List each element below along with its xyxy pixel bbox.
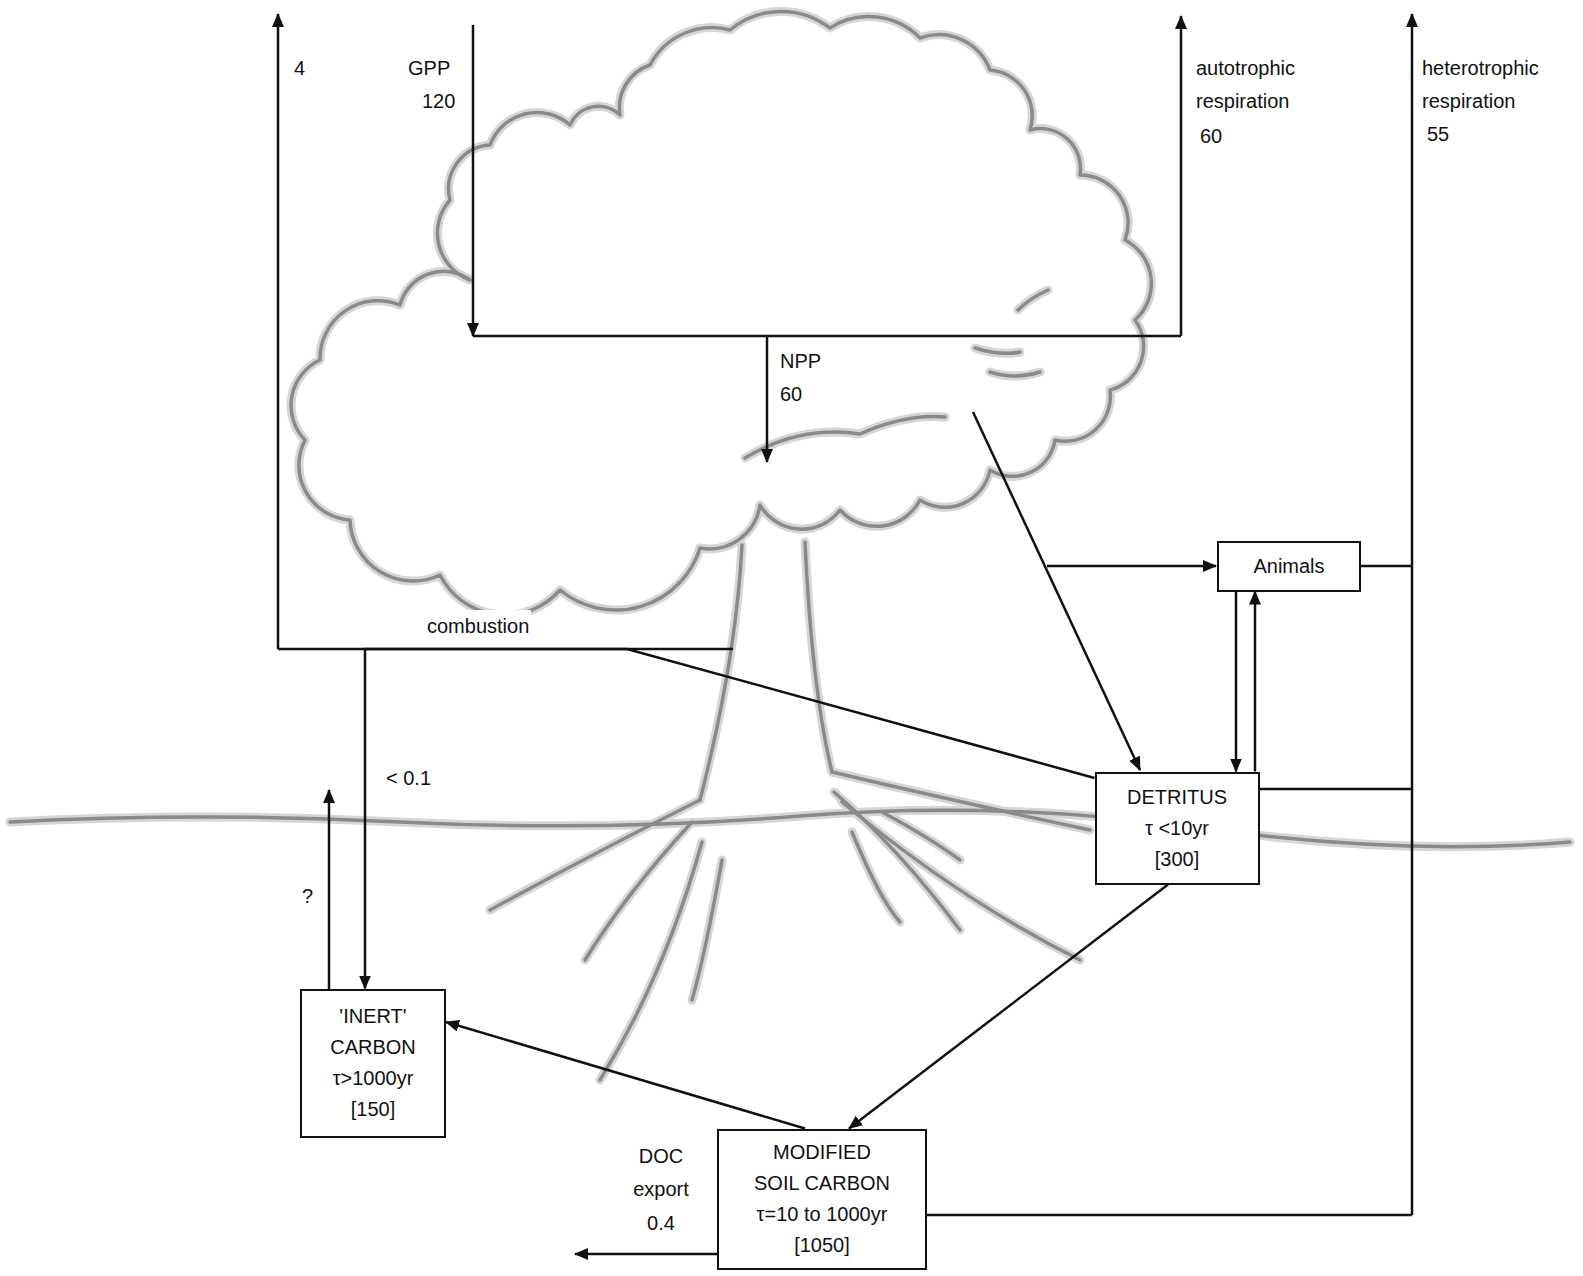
heterotrophic-arrow <box>1411 14 1414 1215</box>
flux-label: < 0.1 <box>384 762 433 795</box>
inert-release-arrow <box>328 790 331 989</box>
flux-arrow <box>849 885 1168 1129</box>
flux-label: 120 <box>420 85 457 118</box>
pool-box: Animals <box>1217 541 1361 592</box>
pool-value: [300] <box>1155 844 1199 875</box>
pool-value: τ=10 to 1000yr <box>757 1199 888 1230</box>
flux-arrow <box>365 649 1095 989</box>
combustion-arrow <box>277 14 280 649</box>
flux-arrow <box>1235 592 1238 772</box>
flux-label: NPP <box>778 345 823 378</box>
autotrophic-arrow <box>1180 16 1183 336</box>
flux-label: DOC export <box>631 1140 691 1206</box>
pool-value: [1050] <box>794 1230 850 1261</box>
tree-outline <box>10 11 1570 1080</box>
flux-label: 60 <box>778 378 804 411</box>
flux-label: ? <box>300 880 315 913</box>
tree-shadow <box>10 11 1570 1080</box>
pool-value: [150] <box>351 1094 395 1125</box>
pool-value: τ>1000yr <box>333 1063 414 1094</box>
flux-arrow <box>446 1022 805 1129</box>
flux-label: combustion <box>425 610 531 643</box>
respiration-line <box>1260 788 1412 791</box>
flux-label: autotrophic respiration <box>1194 52 1297 118</box>
flux-label: 0.4 <box>645 1207 677 1240</box>
litterfall-arrow <box>973 412 1140 770</box>
pool-name: DETRITUS <box>1127 782 1227 813</box>
doc-export-arrow <box>575 1253 717 1256</box>
flux-label: 60 <box>1198 120 1224 153</box>
npp-arrow <box>766 336 769 462</box>
pool-box: DETRITUSτ <10yr[300] <box>1095 772 1260 885</box>
pool-value: τ <10yr <box>1145 813 1209 844</box>
flux-label: GPP <box>406 52 452 85</box>
flux-line <box>473 335 1181 338</box>
flux-label: 4 <box>292 52 307 85</box>
flux-arrow <box>1254 592 1257 772</box>
herbivory-arrow <box>1047 565 1216 568</box>
pool-name: Animals <box>1253 551 1324 582</box>
pool-name: MODIFIED SOIL CARBON <box>751 1137 893 1199</box>
pool-name: 'INERT' CARBON <box>330 1001 416 1063</box>
gpp-arrow <box>472 25 475 336</box>
respiration-line <box>927 1214 1412 1217</box>
flux-label: 55 <box>1425 118 1451 151</box>
respiration-line <box>1361 565 1412 568</box>
pool-box: MODIFIED SOIL CARBONτ=10 to 1000yr[1050] <box>717 1129 927 1270</box>
flux-label: heterotrophic respiration <box>1420 52 1541 118</box>
pool-box: 'INERT' CARBONτ>1000yr[150] <box>300 989 446 1138</box>
